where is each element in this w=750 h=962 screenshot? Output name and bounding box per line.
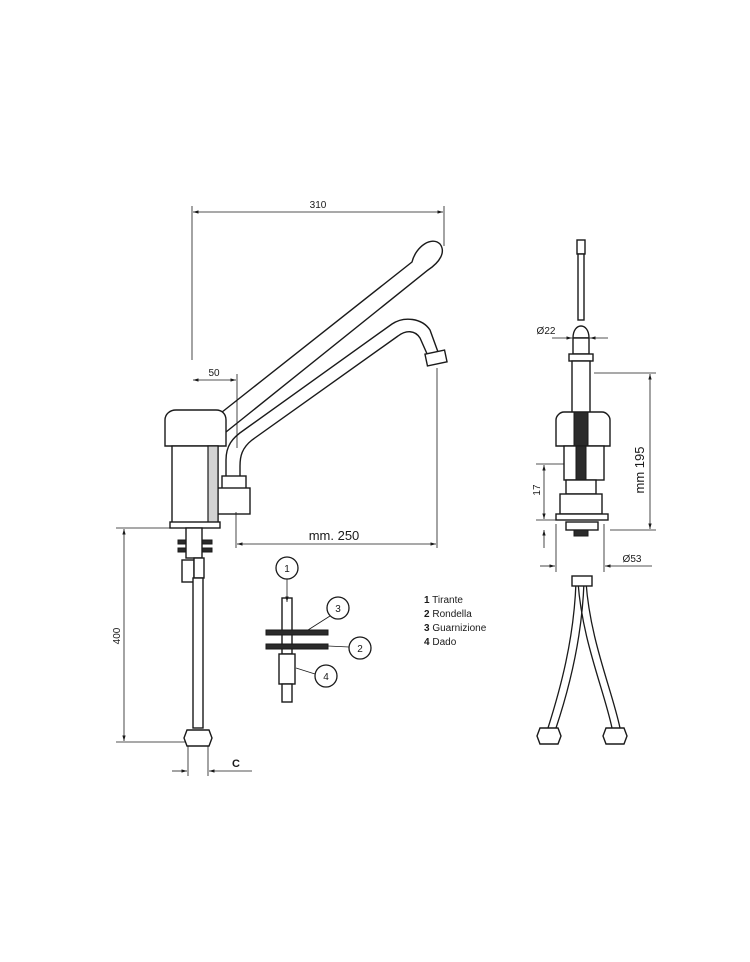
- callout-1: 1: [284, 564, 290, 575]
- detail-gasket: [265, 629, 329, 636]
- side-hose-right-2: [585, 581, 621, 729]
- dim-label-17: 17: [532, 484, 543, 496]
- aerator: [424, 349, 448, 367]
- mixer-body-shade: [207, 445, 219, 525]
- dim-label-195: mm 195: [632, 447, 647, 494]
- flex-hose: [192, 577, 204, 729]
- side-hose-right: [577, 581, 613, 729]
- legend-number: 4: [424, 637, 430, 648]
- side-spout: [572, 337, 590, 355]
- legend-label: Tirante: [432, 595, 463, 606]
- legend-item: 4 Dado: [424, 636, 486, 650]
- legend-label: Rondella: [432, 609, 472, 620]
- side-stem: [571, 360, 591, 418]
- side-hose-nut-right: [602, 727, 628, 745]
- callout-2-circle: [348, 636, 372, 660]
- callout-3-circle: [326, 596, 350, 620]
- legend-number: 1: [424, 595, 430, 606]
- hose-end-nut: [183, 729, 213, 747]
- callout-3: 3: [335, 604, 341, 615]
- inlet-fitting: [193, 557, 205, 579]
- dim-label-c: C: [232, 758, 240, 770]
- legend-label: Dado: [432, 637, 457, 648]
- detail-washer: [265, 643, 329, 650]
- legend-number: 3: [424, 623, 430, 634]
- side-base: [555, 513, 609, 521]
- legend-item: 2 Rondella: [424, 608, 486, 622]
- dim-label-50: 50: [208, 368, 220, 379]
- side-ring: [568, 353, 594, 362]
- legend-number: 2: [424, 609, 430, 620]
- legend-label: Guarnizione: [432, 623, 487, 634]
- front-view: 310 50 mm. 250 400 C: [112, 200, 448, 776]
- side-spout-top: [572, 325, 590, 339]
- fixing-detail: 1 3 2 4: [265, 556, 372, 703]
- side-head-shade: [573, 411, 589, 447]
- detail-rod-end: [281, 683, 293, 703]
- side-flange: [559, 493, 603, 515]
- side-hose-collar: [571, 575, 593, 587]
- side-body-core: [575, 445, 587, 481]
- dim-label-d22: Ø22: [537, 326, 556, 337]
- callout-2: 2: [357, 644, 363, 655]
- side-hose-left-2: [555, 581, 585, 729]
- dim-label-250: mm. 250: [309, 528, 360, 543]
- dim-label-310: 310: [310, 200, 327, 211]
- side-nut: [565, 479, 597, 495]
- parts-legend: 1 Tirante 2 Rondella 3 Guarnizione 4 Dad…: [424, 594, 486, 650]
- callout-4-circle: [314, 664, 338, 688]
- side-underside-nut: [573, 529, 589, 537]
- callout-4: 4: [323, 672, 329, 683]
- mixer-head: [164, 409, 227, 447]
- detail-nut: [278, 653, 296, 685]
- side-hose-nut-left: [536, 727, 562, 745]
- side-lever-tip: [576, 239, 586, 255]
- dim-label-d53: Ø53: [623, 554, 642, 565]
- side-hose-left: [547, 581, 577, 729]
- mixer-base: [169, 521, 221, 529]
- lever-handle: [210, 240, 444, 433]
- fixing-rod: [185, 527, 203, 559]
- legend-item: 3 Guarnizione: [424, 622, 486, 636]
- fixing-nut: [181, 559, 195, 583]
- side-underside: [565, 521, 599, 531]
- legend-item: 1 Tirante: [424, 594, 486, 608]
- side-view: Ø22 mm 195 17 Ø53: [532, 239, 656, 745]
- side-lever: [577, 253, 585, 321]
- dim-label-400: 400: [112, 627, 123, 644]
